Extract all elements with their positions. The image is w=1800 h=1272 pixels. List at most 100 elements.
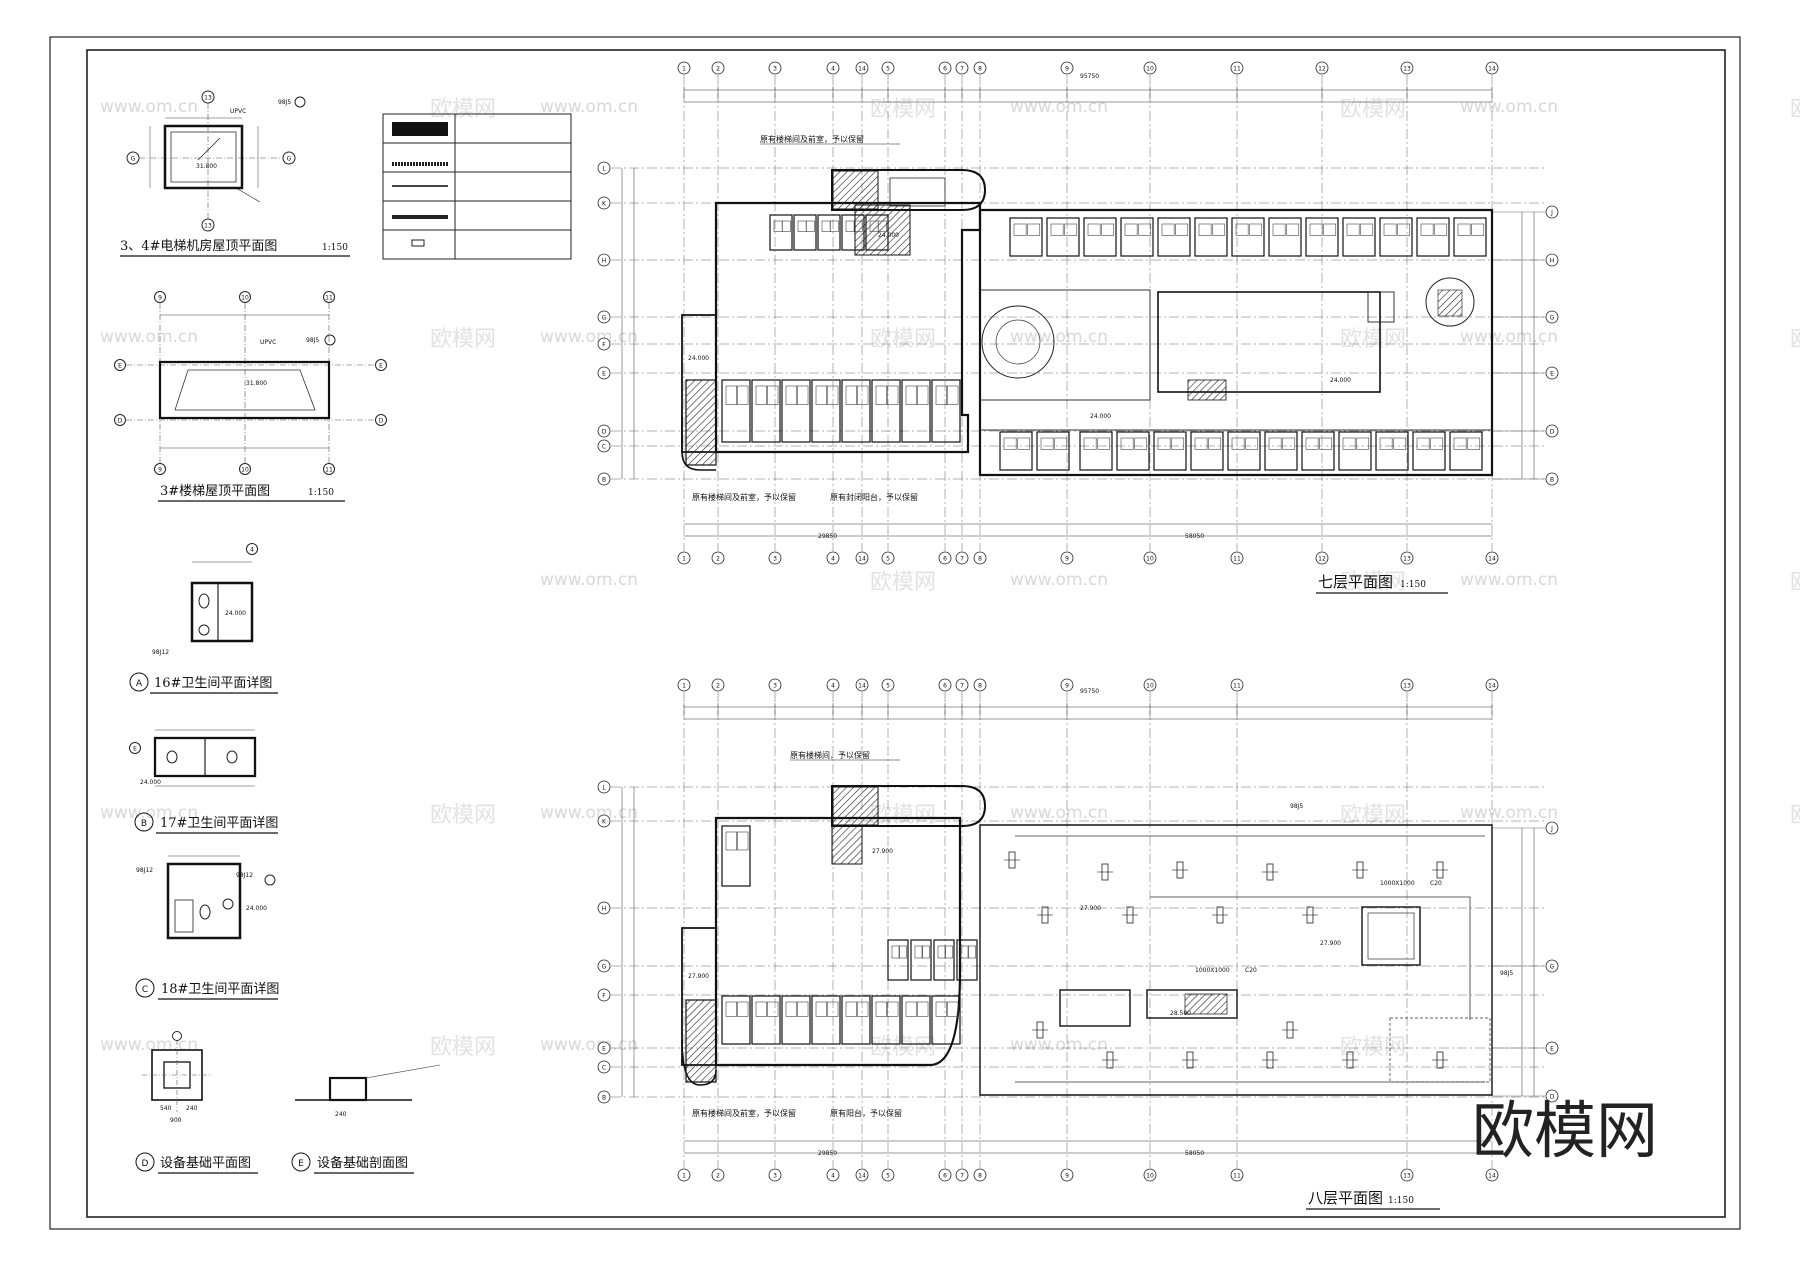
legend-table xyxy=(382,113,572,260)
watermark-url: www.om.cn xyxy=(1460,327,1558,347)
axis-label: 14 xyxy=(1488,683,1496,690)
axis-bubble xyxy=(597,901,611,915)
svg-text:E: E xyxy=(118,363,122,370)
room-cell xyxy=(841,214,865,251)
axis-bubble xyxy=(677,61,691,75)
stair-roof-title: 3#楼梯屋顶平面图 xyxy=(160,484,270,499)
axis-label: D xyxy=(1550,1094,1555,1101)
plan8-rooms-west xyxy=(721,825,978,1045)
svg-text:900: 900 xyxy=(170,1117,182,1124)
room-cell xyxy=(1036,431,1070,471)
axis-bubble xyxy=(826,551,840,565)
axis-bubble xyxy=(1400,551,1414,565)
axis-bubble xyxy=(955,1168,969,1182)
room-cell xyxy=(999,431,1033,471)
svg-text:58050: 58050 xyxy=(1185,1150,1204,1157)
axis-bubble xyxy=(1545,472,1559,486)
room-cell xyxy=(1379,217,1413,257)
axis-bubble xyxy=(597,780,611,794)
svg-text:C20: C20 xyxy=(1430,880,1442,887)
plan8-drain-marks xyxy=(1004,851,1448,1069)
svg-text:28.500: 28.500 xyxy=(1170,1010,1191,1017)
plan8-title: 八层平面图 xyxy=(1308,1189,1383,1207)
legend-swatch-small xyxy=(411,239,425,247)
room-cell xyxy=(781,379,811,443)
room-cell xyxy=(721,379,751,443)
watermark-url: www.om.cn xyxy=(1010,1035,1108,1055)
axis-label: 10 xyxy=(1146,66,1154,73)
axis-label: G xyxy=(1550,315,1555,322)
room-cell xyxy=(956,939,978,981)
axis-bubble xyxy=(597,1060,611,1074)
axis-bubble xyxy=(597,472,611,486)
svg-text:1:150: 1:150 xyxy=(1400,580,1426,590)
watermark-url: www.om.cn xyxy=(1010,570,1108,590)
plan-8th-floor: 11223344141455667788991010111113131414LK… xyxy=(597,678,1559,1210)
plan7-note-top: 原有楼梯间及前室，予以保留 xyxy=(760,134,864,144)
room-cell xyxy=(901,379,931,443)
svg-text:B: B xyxy=(141,819,147,829)
room-cell xyxy=(887,939,909,981)
room-cell xyxy=(865,214,889,251)
axis-label: 7 xyxy=(960,683,964,690)
room-cell xyxy=(1190,431,1224,471)
svg-text:11: 11 xyxy=(325,467,333,474)
axis-label: 4 xyxy=(831,556,835,563)
axis-bubble xyxy=(711,551,725,565)
watermark-url: www.om.cn xyxy=(540,570,638,590)
svg-text:1000X1000: 1000X1000 xyxy=(1380,880,1415,887)
axis-label: B xyxy=(602,477,606,484)
watermark-cn: 欧模网 xyxy=(1340,570,1406,595)
axis-label: 13 xyxy=(1403,683,1411,690)
axis-bubble xyxy=(1545,1089,1559,1103)
axis-label: 12 xyxy=(1318,556,1326,563)
room-cell xyxy=(1079,431,1113,471)
axis-label: 5 xyxy=(886,1173,890,1180)
room-cell xyxy=(1268,217,1302,257)
room-cell xyxy=(871,995,901,1045)
axis-bubble xyxy=(855,1168,869,1182)
plan-7th-floor: 1122334414145566778899101011111212131314… xyxy=(597,61,1559,594)
axis-label: 12 xyxy=(1318,66,1326,73)
axis-bubble xyxy=(826,61,840,75)
axis-label: 6 xyxy=(943,1173,947,1180)
axis-label: 14 xyxy=(858,683,866,690)
axis-label: 2 xyxy=(716,556,720,563)
room-cell xyxy=(793,214,817,251)
axis-bubble xyxy=(1485,61,1499,75)
svg-text:24.000: 24.000 xyxy=(140,779,161,786)
axis-label: 8 xyxy=(978,683,982,690)
plan8-stair-left xyxy=(685,999,717,1083)
watermark-url: www.om.cn xyxy=(540,1035,638,1055)
watermark-url: www.om.cn xyxy=(1460,803,1558,823)
axis-bubble xyxy=(677,678,691,692)
svg-text:27.900: 27.900 xyxy=(1320,940,1341,947)
plan7-title: 七层平面图 xyxy=(1318,573,1393,591)
room-cell xyxy=(931,995,961,1045)
plan7-note-br: 原有封闭阳台，予以保留 xyxy=(830,492,918,502)
axis-bubble xyxy=(1060,61,1074,75)
axis-bubble xyxy=(597,439,611,453)
svg-text:98J12: 98J12 xyxy=(236,872,253,879)
room-cell xyxy=(1153,431,1187,471)
equipment-base-section: 240 E 设备基础剖面图 xyxy=(291,1064,441,1174)
svg-text:29850: 29850 xyxy=(818,533,837,540)
room-cell xyxy=(933,939,955,981)
room-cell xyxy=(910,939,932,981)
axis-label: 14 xyxy=(858,1173,866,1180)
axis-bubble xyxy=(938,551,952,565)
svg-text:24.000: 24.000 xyxy=(878,232,899,239)
svg-text:95750: 95750 xyxy=(1080,688,1099,695)
axis-label: 4 xyxy=(831,1173,835,1180)
axis-bubble xyxy=(938,61,952,75)
watermark-url: www.om.cn xyxy=(1010,803,1108,823)
svg-text:98J5: 98J5 xyxy=(1500,970,1513,977)
axis-bubble xyxy=(1545,366,1559,380)
axis-label: H xyxy=(602,258,607,265)
axis-label: E xyxy=(602,1046,606,1053)
axis-bubble xyxy=(1400,61,1414,75)
svg-text:E: E xyxy=(133,746,137,753)
axis-bubble xyxy=(881,678,895,692)
axis-bubble xyxy=(1545,821,1559,835)
axis-bubble xyxy=(597,1041,611,1055)
